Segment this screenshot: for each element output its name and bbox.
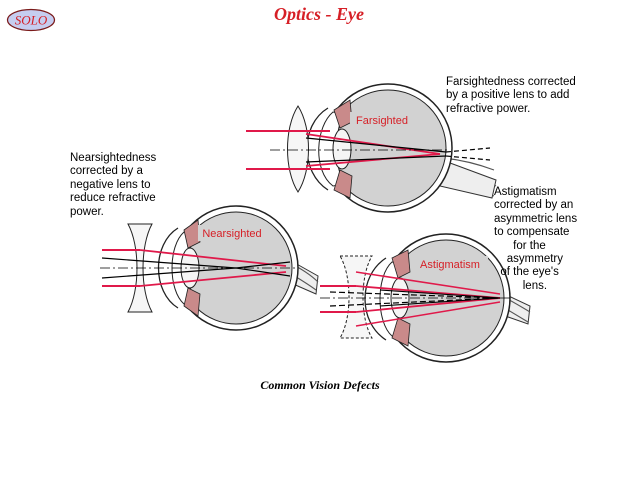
- solo-badge-text: SOLO: [15, 13, 48, 28]
- nearsighted-label: Nearsighted: [202, 228, 261, 240]
- farsighted-label: Farsighted: [356, 115, 408, 127]
- nearsighted-note: Nearsightedness corrected by a negative …: [70, 152, 157, 218]
- farsighted-note: Farsightedness corrected by a positive l…: [446, 76, 576, 115]
- figure-caption: Common Vision Defects: [260, 378, 380, 392]
- page-title: Optics - Eye: [274, 4, 364, 24]
- solo-badge: SOLO: [6, 8, 56, 32]
- nearsighted-eye: Nearsighted: [100, 205, 319, 331]
- farsighted-eye: Farsighted: [246, 83, 497, 213]
- astigmatism-eye: Astigmatism: [320, 233, 531, 363]
- astigmatism-note: Astigmatism corrected by an asymmetric l…: [494, 186, 578, 292]
- astigmatism-label: Astigmatism: [420, 259, 480, 271]
